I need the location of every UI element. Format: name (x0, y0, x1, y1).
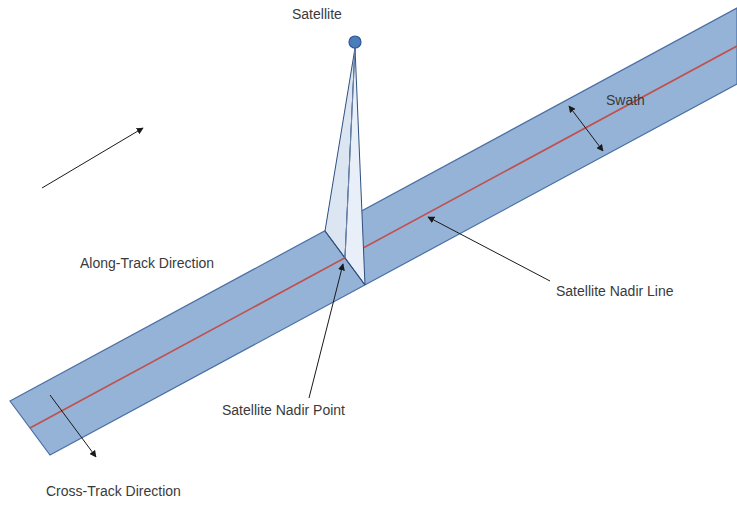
nadir-ray (345, 48, 355, 258)
cross-track-arrow (50, 395, 96, 457)
text-label: Cross-Track Direction (46, 483, 181, 499)
along-track-arrow (42, 128, 143, 188)
text-label: Swath (606, 92, 645, 108)
text-label: Along-Track Direction (80, 255, 214, 271)
text-label: Satellite (292, 6, 342, 22)
leader-line (309, 264, 343, 398)
swath-band (10, 8, 737, 455)
nadir-line (30, 46, 737, 428)
view-cone-face (345, 48, 365, 285)
leader-line (428, 217, 550, 281)
text-label: Satellite Nadir Point (222, 402, 345, 418)
satellite-dot (349, 36, 361, 48)
text-label: Satellite Nadir Line (556, 283, 674, 299)
swath-arrow (569, 106, 603, 151)
